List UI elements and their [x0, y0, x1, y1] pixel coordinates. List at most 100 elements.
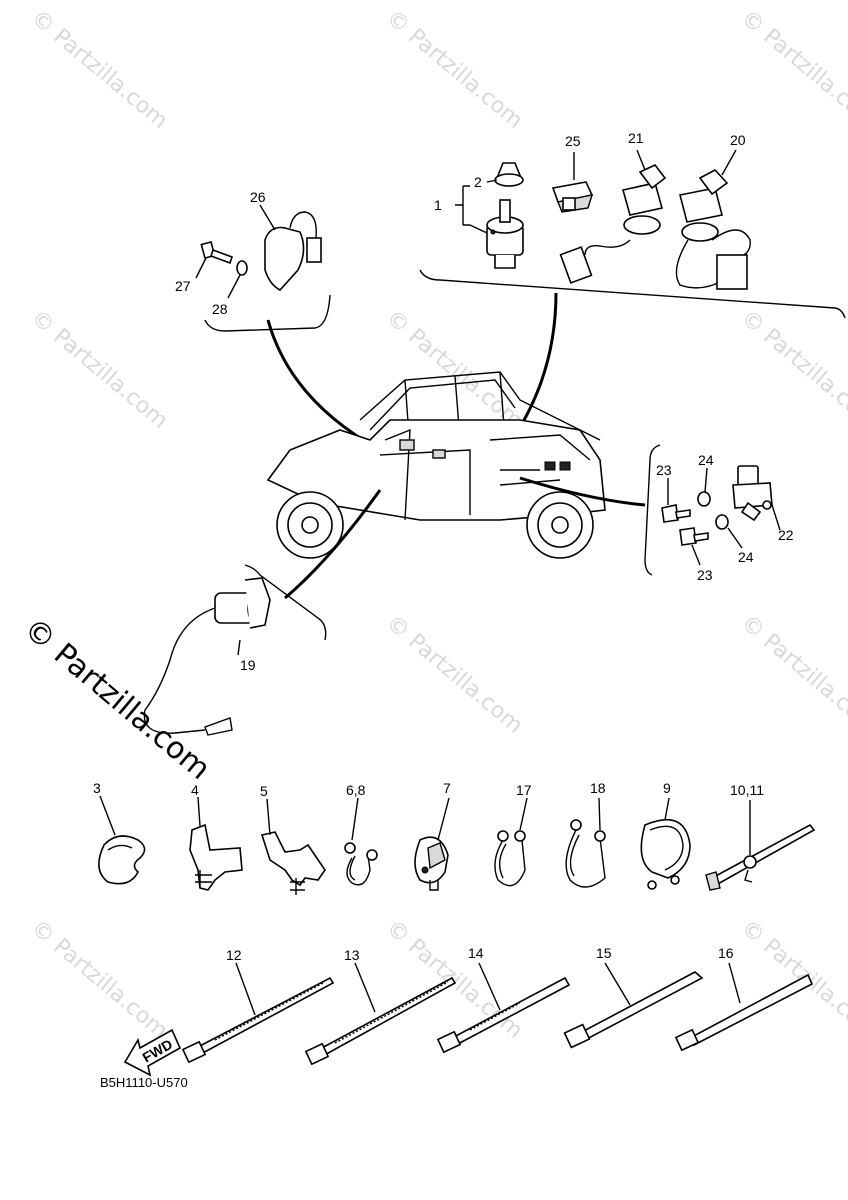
callout-27: 27: [175, 278, 191, 294]
callout-bracket: [455, 185, 470, 226]
callout-leader: [235, 962, 256, 1016]
watermark: © Partzilla.com: [26, 305, 172, 433]
callout-leader: [727, 527, 743, 549]
watermark: © Partzilla.com: [736, 915, 848, 1043]
rear-wheel: [526, 491, 594, 559]
part-14-cable-tie: [436, 976, 571, 1054]
callout-17: 17: [516, 782, 532, 798]
sensor-group: [195, 204, 381, 452]
callout-12: 12: [226, 947, 242, 963]
callout-leader: [227, 274, 241, 299]
callout-leader: [437, 797, 450, 841]
callout-28: 28: [212, 301, 228, 317]
callout-3: 3: [93, 780, 101, 796]
front-wheel: [276, 491, 344, 559]
watermark: © Partzilla.com: [26, 5, 172, 133]
callout-leader: [664, 797, 670, 821]
part-10-11-tie: [705, 823, 816, 891]
part-21-switch: [559, 164, 667, 284]
callout-26: 26: [250, 189, 266, 205]
part-1-main-switch: [486, 199, 524, 269]
callout-leader: [691, 544, 701, 566]
part-9-band: [640, 818, 691, 890]
callout-leader: [728, 962, 741, 1004]
callout-21: 21: [628, 130, 644, 146]
part-4-clip: [189, 823, 243, 891]
callout-leader: [636, 149, 646, 171]
group-bracket: [419, 269, 846, 319]
callout-leader: [469, 179, 498, 234]
callout-leader: [604, 962, 631, 1006]
part-19-socket: [143, 577, 271, 736]
leader-line: [266, 319, 381, 452]
callout-labels: 1 2 25 21 20 26 27 28 23 24 22 24 23 19 …: [93, 130, 794, 963]
callout-leader: [598, 797, 601, 831]
callout-23-upper: 23: [656, 462, 672, 478]
part-6-8-clamp: [344, 842, 378, 886]
callout-15: 15: [596, 945, 612, 961]
callout-25: 25: [565, 133, 581, 149]
callout-23-lower: 23: [697, 567, 713, 583]
watermark-large: © Partzilla.com: [17, 611, 217, 787]
part-24-washer-lower: [715, 514, 729, 530]
callout-5: 5: [260, 783, 268, 799]
callout-leader: [704, 467, 708, 493]
callout-leader: [99, 795, 116, 836]
callout-13: 13: [344, 947, 360, 963]
callout-22: 22: [778, 527, 794, 543]
callout-leader: [195, 257, 207, 279]
callout-4: 4: [191, 782, 199, 798]
callout-leader: [266, 798, 271, 836]
watermark: © Partzilla.com: [381, 5, 527, 133]
callout-leader: [478, 962, 501, 1011]
part-25-switch: [551, 181, 594, 213]
watermark: © Partzilla.com: [381, 305, 527, 433]
watermark: © Partzilla.com: [381, 610, 527, 738]
callout-leader: [259, 204, 276, 231]
socket-group: [143, 489, 382, 736]
watermark: © Partzilla.com: [736, 5, 848, 133]
part-22-sensor: [732, 465, 773, 522]
leader-line: [519, 476, 646, 507]
diagram-code: B5H1110-U570: [100, 1075, 188, 1090]
part-20-switch: [675, 169, 751, 290]
callout-6-8: 6,8: [346, 782, 366, 798]
cable-tie-row: [181, 962, 814, 1066]
watermark: © Partzilla.com: [736, 610, 848, 738]
callout-9: 9: [663, 780, 671, 796]
part-18-clamp: [565, 819, 606, 888]
part-23-bolt-lower: [679, 527, 709, 546]
vehicle-illustration: [266, 371, 606, 559]
part-7-clip: [414, 836, 449, 891]
callout-24-upper: 24: [698, 452, 714, 468]
callout-20: 20: [730, 132, 746, 148]
callout-leader: [197, 796, 201, 827]
part-2-cap: [494, 162, 524, 187]
part-23-bolt-upper: [661, 504, 691, 523]
part-28-washer: [236, 260, 248, 276]
part-16-cable-tie: [674, 973, 814, 1052]
callout-16: 16: [718, 945, 734, 961]
leader-line: [284, 489, 382, 600]
part-27-bolt: [200, 240, 234, 265]
part-17-clamp: [494, 830, 526, 887]
callout-19: 19: [240, 657, 256, 673]
part-15-cable-tie: [563, 971, 704, 1049]
part-12-cable-tie: [181, 976, 335, 1064]
part-26-sensor: [264, 211, 322, 291]
callout-leader: [721, 149, 737, 176]
callout-leader: [771, 504, 781, 531]
callout-leader: [354, 962, 376, 1013]
watermark: © Partzilla.com: [26, 915, 172, 1043]
sensor-right-group: [519, 444, 781, 576]
clamp-row: [98, 795, 816, 895]
watermark: © Partzilla.com: [736, 305, 848, 433]
callout-18: 18: [590, 780, 606, 796]
callout-leader: [351, 797, 359, 841]
callout-14: 14: [468, 945, 484, 961]
part-13-cable-tie: [304, 976, 457, 1066]
callout-2: 2: [474, 174, 482, 190]
callout-24-lower: 24: [738, 549, 754, 565]
callout-10-11: 10,11: [730, 782, 764, 798]
